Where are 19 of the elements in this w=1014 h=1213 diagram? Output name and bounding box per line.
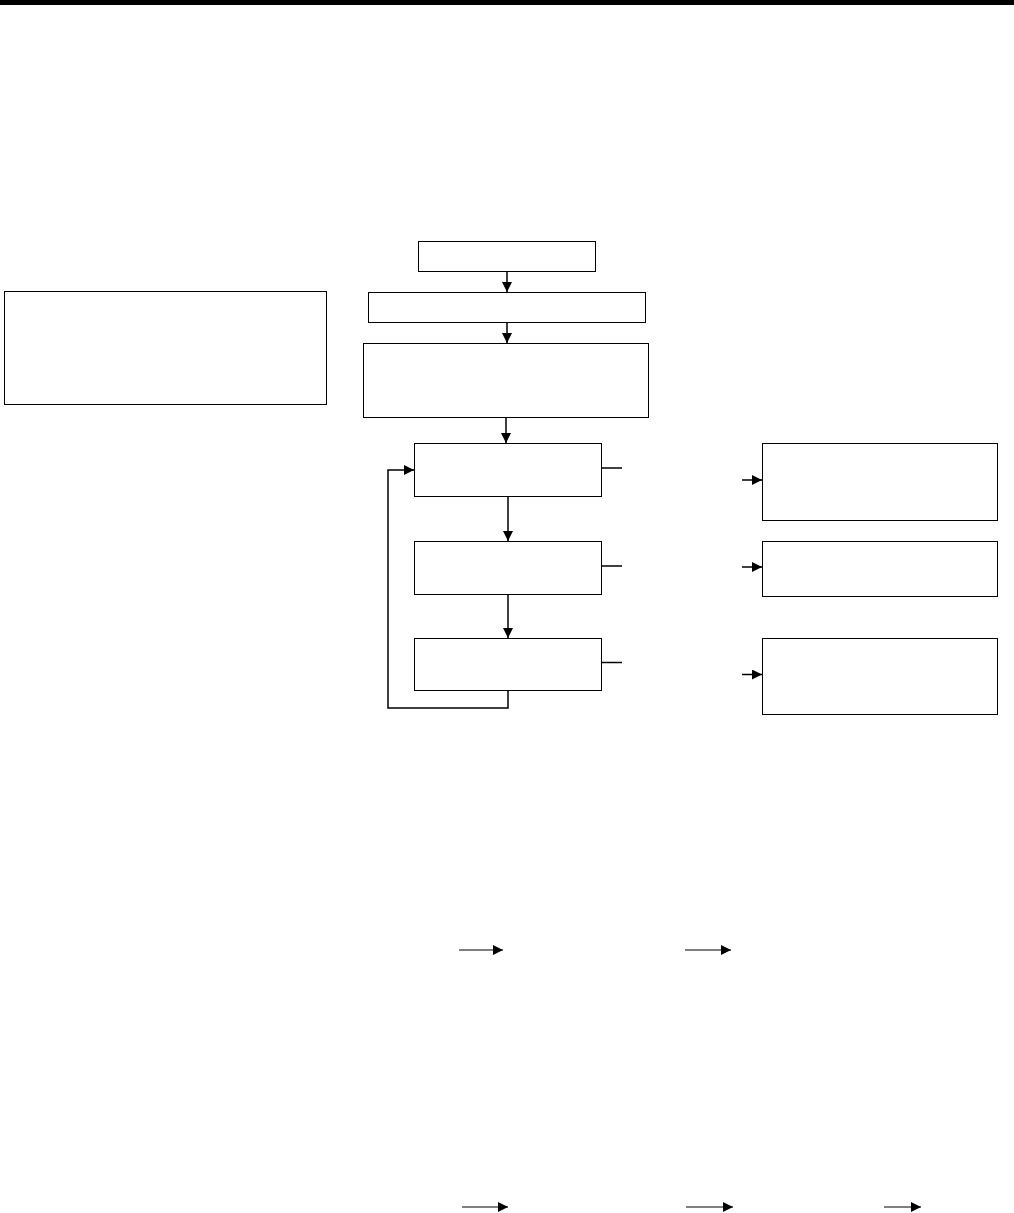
process-box — [414, 443, 602, 497]
process-box — [762, 443, 998, 521]
process-box — [363, 343, 649, 418]
process-box — [368, 292, 646, 323]
arrow — [387, 465, 509, 709]
process-box — [762, 541, 998, 597]
arrow — [503, 496, 513, 542]
arrow — [502, 322, 512, 344]
process-box — [762, 638, 998, 715]
arrow — [741, 475, 763, 485]
process-box — [4, 291, 327, 405]
arrow — [741, 562, 763, 572]
process-box — [418, 241, 596, 272]
arrow — [741, 669, 763, 680]
process-box — [414, 541, 602, 595]
arrow — [502, 271, 512, 293]
arrow — [503, 594, 513, 639]
process-box — [414, 638, 602, 691]
arrow — [501, 417, 511, 444]
